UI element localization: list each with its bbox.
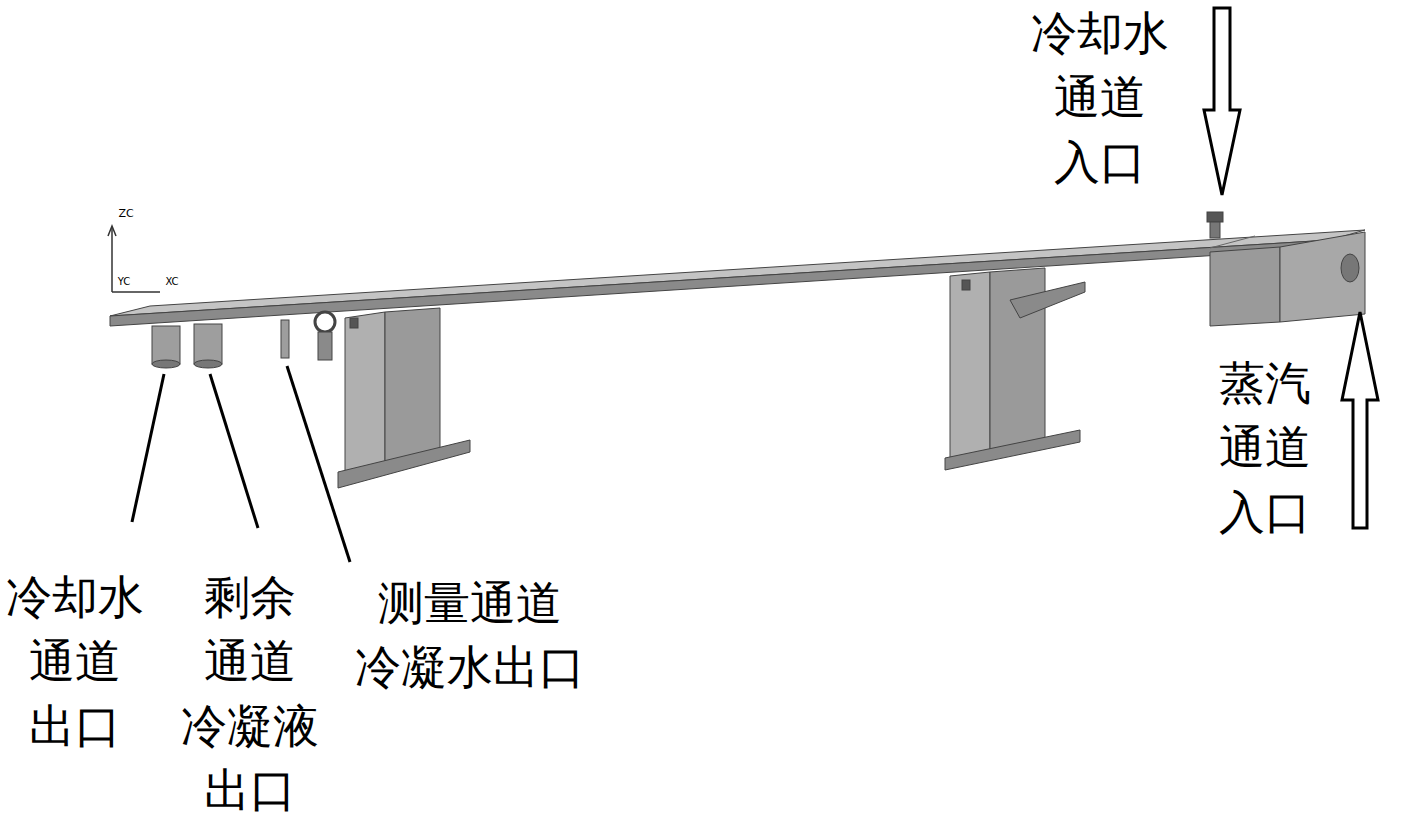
callout-label: 蒸汽 通道 入口 [1219, 352, 1311, 545]
axis-triad [108, 226, 160, 292]
axis-label: YC [118, 276, 131, 287]
axis-label: XC [165, 276, 178, 287]
callout-label: 冷却水 通道 入口 [1031, 2, 1169, 195]
beam [110, 212, 1365, 488]
callout-label: 剩余 通道 冷凝液 出口 [181, 566, 319, 824]
leader-line [132, 366, 350, 562]
axis-label: ZC [118, 208, 133, 220]
callout-label: 测量通道 冷凝水出口 [355, 572, 585, 701]
callout-label: 冷却水 通道 出口 [6, 566, 144, 759]
